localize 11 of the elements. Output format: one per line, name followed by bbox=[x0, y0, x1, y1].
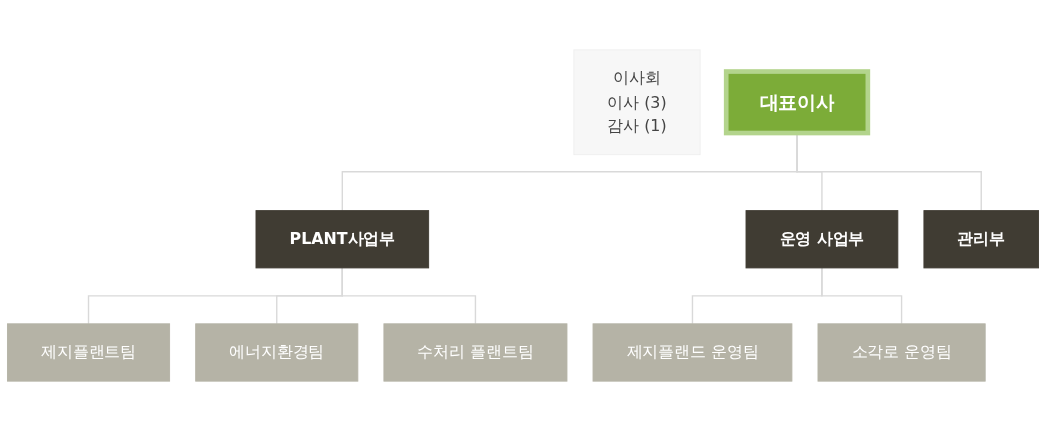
node-box: 수처리 플랜트팀 bbox=[383, 323, 568, 382]
node-box: 관리부 bbox=[923, 210, 1039, 269]
node-box: 대표이사 bbox=[723, 69, 871, 136]
node-box: 운영 사업부 bbox=[745, 210, 899, 269]
connector bbox=[341, 267, 477, 325]
node-box: 제지플랜트팀 bbox=[7, 323, 171, 382]
node-box: 소각로 운영팀 bbox=[817, 323, 986, 382]
node-box: 제지플랜드 운영팀 bbox=[592, 323, 793, 382]
node-box: 에너지환경팀 bbox=[195, 323, 359, 382]
connector bbox=[821, 267, 903, 325]
node-box: PLANT사업부 bbox=[255, 210, 430, 269]
